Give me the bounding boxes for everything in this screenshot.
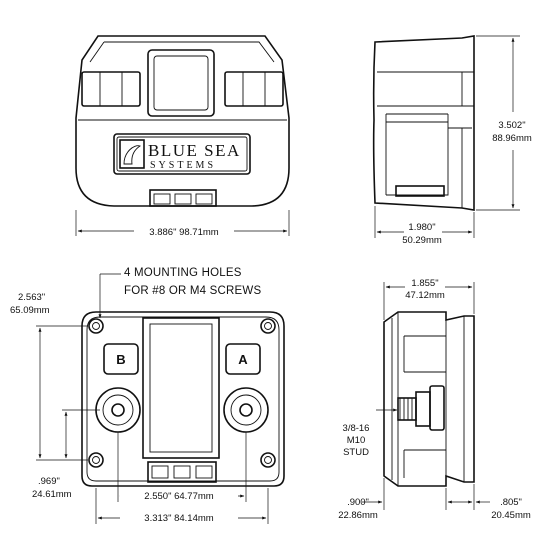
terminal-b-label: B xyxy=(116,352,125,367)
mounting-note-line1: 4 MOUNTING HOLES xyxy=(124,267,242,279)
stud-note-line2: M10 xyxy=(347,435,365,446)
mount-height-in: 2.563" xyxy=(18,292,45,303)
mount-height-mm: 65.09mm xyxy=(10,305,50,316)
side-height-mm: 88.96mm xyxy=(492,133,532,144)
cap-depth-mm: 20.45mm xyxy=(491,510,531,521)
cap-depth-in: .805" xyxy=(500,497,522,508)
stud-offset-mm: 24.61mm xyxy=(32,489,72,500)
stud-note-line1: 3/8-16 xyxy=(343,423,370,434)
side-view: 3.502" 88.96mm 1.980" 50.29mm xyxy=(372,35,532,246)
logo-line2: SYSTEMS xyxy=(150,160,216,171)
front-view: BLUE SEA SYSTEMS 3.886" 98.71mm xyxy=(75,35,290,238)
terminal-a-label: A xyxy=(238,352,248,367)
stud-icon xyxy=(95,387,269,433)
side-depth-mm: 50.29mm xyxy=(402,235,442,246)
stud-spacing-label: 2.550" 64.77mm xyxy=(144,491,213,502)
bottom-view: B A 2.563" 65.09mm .969" 24.61mm xyxy=(10,292,285,524)
base-depth-mm: 22.86mm xyxy=(338,510,378,521)
profile-depth-in: 1.855" xyxy=(411,278,438,289)
stud-note-line3: STUD xyxy=(343,447,369,458)
profile-view: 3/8-16 M10 STUD 1.855" 47.12mm .900" 22.… xyxy=(338,278,531,521)
blue-sea-logo-icon xyxy=(113,133,251,175)
stud-icon xyxy=(397,391,431,427)
base-depth-in: .900" xyxy=(347,497,369,508)
front-width-label: 3.886" 98.71mm xyxy=(149,227,218,238)
mount-width-label: 3.313" 84.14mm xyxy=(144,513,213,524)
side-height-in: 3.502" xyxy=(498,120,525,131)
logo-line1: BLUE SEA xyxy=(148,141,241,160)
mounting-note-line2: FOR #8 OR M4 SCREWS xyxy=(124,285,261,297)
mounting-hole-icon xyxy=(88,318,276,468)
side-depth-in: 1.980" xyxy=(408,222,435,233)
profile-depth-mm: 47.12mm xyxy=(405,290,445,301)
stud-offset-in: .969" xyxy=(38,476,60,487)
